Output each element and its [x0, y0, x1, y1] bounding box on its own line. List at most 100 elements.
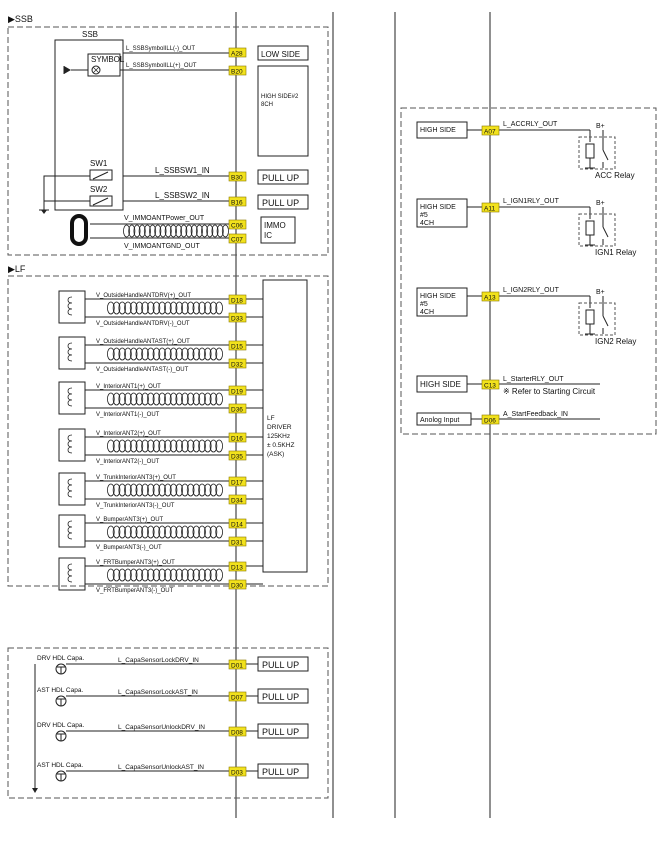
analog-row: Anolog Input D06 A_StartFeedback_IN [416, 411, 600, 426]
lf-antenna-7: V_FRTBumperANT3(+)_OUTV_FRTBumperANT3(-)… [58, 557, 263, 594]
antenna-twist-loop [169, 525, 178, 539]
antenna-twist-loop [118, 301, 127, 315]
antenna-pin-plus-label: D14 [231, 522, 243, 529]
signal-ill-minus: L_SSBSymbolILL(-)_OUT [126, 46, 195, 52]
capa-sensor-signal: L_CapaSensorLockAST_IN [118, 689, 198, 696]
antenna-twist-loop [129, 483, 138, 497]
antenna-twist-loop [192, 439, 201, 453]
lf-section-title: ▶LF [8, 264, 26, 274]
immo-coil-body-loop [149, 224, 157, 238]
antenna-pin-minus: D32 [228, 358, 247, 369]
symbol-label: SYMBOL [91, 55, 125, 64]
antenna-twist-loop [135, 301, 144, 315]
antenna-twist-loop [112, 392, 121, 406]
immo-coil-body-loop [211, 224, 219, 238]
antenna-pin-plus-label: D18 [231, 298, 243, 305]
antenna-twist-loop [112, 525, 121, 539]
pin-sw2-in: B16 [228, 196, 247, 207]
capa-pull-up-label: PULL UP [262, 692, 299, 702]
antenna-twist-loop [164, 568, 172, 582]
antenna-coil-icon [67, 342, 73, 362]
symbol-lamp-x2 [92, 66, 100, 74]
antenna-twist-loop [209, 347, 218, 361]
ssb-diode [64, 66, 71, 74]
relay-pin-box [481, 291, 500, 302]
immo-coil-body-loop [180, 224, 188, 238]
relay-high-side-line: 4CH [420, 220, 434, 227]
antenna-twist-loop [135, 483, 144, 497]
sw2-contact [92, 197, 109, 206]
antenna-pin-plus-box [228, 385, 247, 396]
antenna-box [58, 428, 86, 462]
capa-sensor-pin-box [228, 659, 247, 670]
antenna-twist-loop [164, 525, 172, 539]
antenna-twist-loop [175, 568, 184, 582]
antenna-twist-loop [209, 483, 218, 497]
antenna-twist-loop [141, 439, 149, 453]
antenna-signal-plus: V_FRTBumperANT3(+)_OUT [96, 560, 175, 566]
lf-antenna-3: V_InteriorANT1(+)_OUTV_InteriorANT1(-)_O… [58, 381, 263, 418]
antenna-twist-loop [158, 392, 166, 406]
antenna-twist-loop [192, 525, 201, 539]
antenna-twist-loop [129, 347, 138, 361]
antenna-twist-loop [186, 301, 195, 315]
antenna-pin-plus-box [228, 340, 247, 351]
lf-driver-line: DRIVER [267, 424, 292, 431]
relay-high-side-line: HIGH SIDE [420, 127, 456, 134]
signal-ill-plus: L_SSBSymbolILL(+)_OUT [126, 63, 197, 69]
antenna-twist-loop [124, 392, 132, 406]
antenna-twist-loop [186, 439, 195, 453]
immo-coil-body-loop [175, 224, 183, 238]
antenna-twist-loop [175, 439, 184, 453]
antenna-twist-loop [146, 439, 155, 453]
immo-coil-body-loop [164, 224, 172, 238]
antenna-twist-loop [203, 568, 212, 582]
antenna-twist-loop [146, 392, 155, 406]
antenna-twist-loop [141, 392, 149, 406]
antenna-twist-loop [135, 439, 144, 453]
antenna-twist-loop [198, 347, 206, 361]
capa-sensor-label: AST HDL Capa. [37, 687, 83, 694]
antenna-twist-loop [135, 525, 144, 539]
ssb-module-label: SSB [82, 30, 98, 39]
antenna-twist-loop [124, 347, 132, 361]
immo-coil-body-loop [216, 224, 224, 238]
relay-pin: A13 [481, 291, 500, 302]
antenna-twist-loop [169, 301, 178, 315]
antenna-twist-loop [192, 301, 201, 315]
antenna-pin-plus: D19 [228, 385, 247, 396]
antenna-twist-loop [215, 568, 223, 582]
antenna-twist-loop [215, 347, 223, 361]
pull-up-box-sw1 [257, 169, 309, 185]
antenna-twist-loop [215, 392, 223, 406]
capa-pull-up-box [257, 763, 309, 779]
ssb-frame [7, 26, 329, 256]
antenna-twist-loop [112, 568, 121, 582]
antenna-pin-minus: D31 [228, 536, 247, 547]
capa-sensor-pin-label: D08 [231, 730, 243, 737]
svg-text:C07: C07 [231, 237, 243, 244]
antenna-signal-minus: V_InteriorANT2(-)_OUT [96, 459, 160, 465]
antenna-twist-loop [209, 568, 218, 582]
antenna-twist-loop [129, 392, 138, 406]
antenna-twist-loop [181, 568, 189, 582]
antenna-box [58, 472, 86, 506]
antenna-signal-plus: V_InteriorANT1(+)_OUT [96, 384, 161, 390]
signal-immo-gnd: V_IMMOANTGND_OUT [124, 243, 201, 250]
immo-coil-body-loop [195, 224, 203, 238]
antenna-twist-loop [186, 483, 195, 497]
relay-signal: L_IGN2RLY_OUT [503, 287, 560, 294]
starter-row: HIGH SIDE C13 L_StarterRLY_OUT ※ Refer t… [416, 375, 600, 396]
antenna-signal-plus: V_BumperANT3(+)_OUT [96, 517, 164, 523]
antenna-twist [107, 525, 223, 539]
antenna-signal-plus: V_OutsideHandleANTAST(+)_OUT [96, 339, 190, 345]
antenna-signal-plus: V_TrunkInteriorANT3(+)_OUT [96, 475, 176, 481]
capa-sensor-signal: L_CapaSensorUnlockAST_IN [118, 764, 204, 771]
antenna-twist-loop [107, 568, 115, 582]
antenna-twist-loop [107, 525, 115, 539]
antenna-twist-loop [186, 568, 195, 582]
capa-pull-up-label: PULL UP [262, 660, 299, 670]
